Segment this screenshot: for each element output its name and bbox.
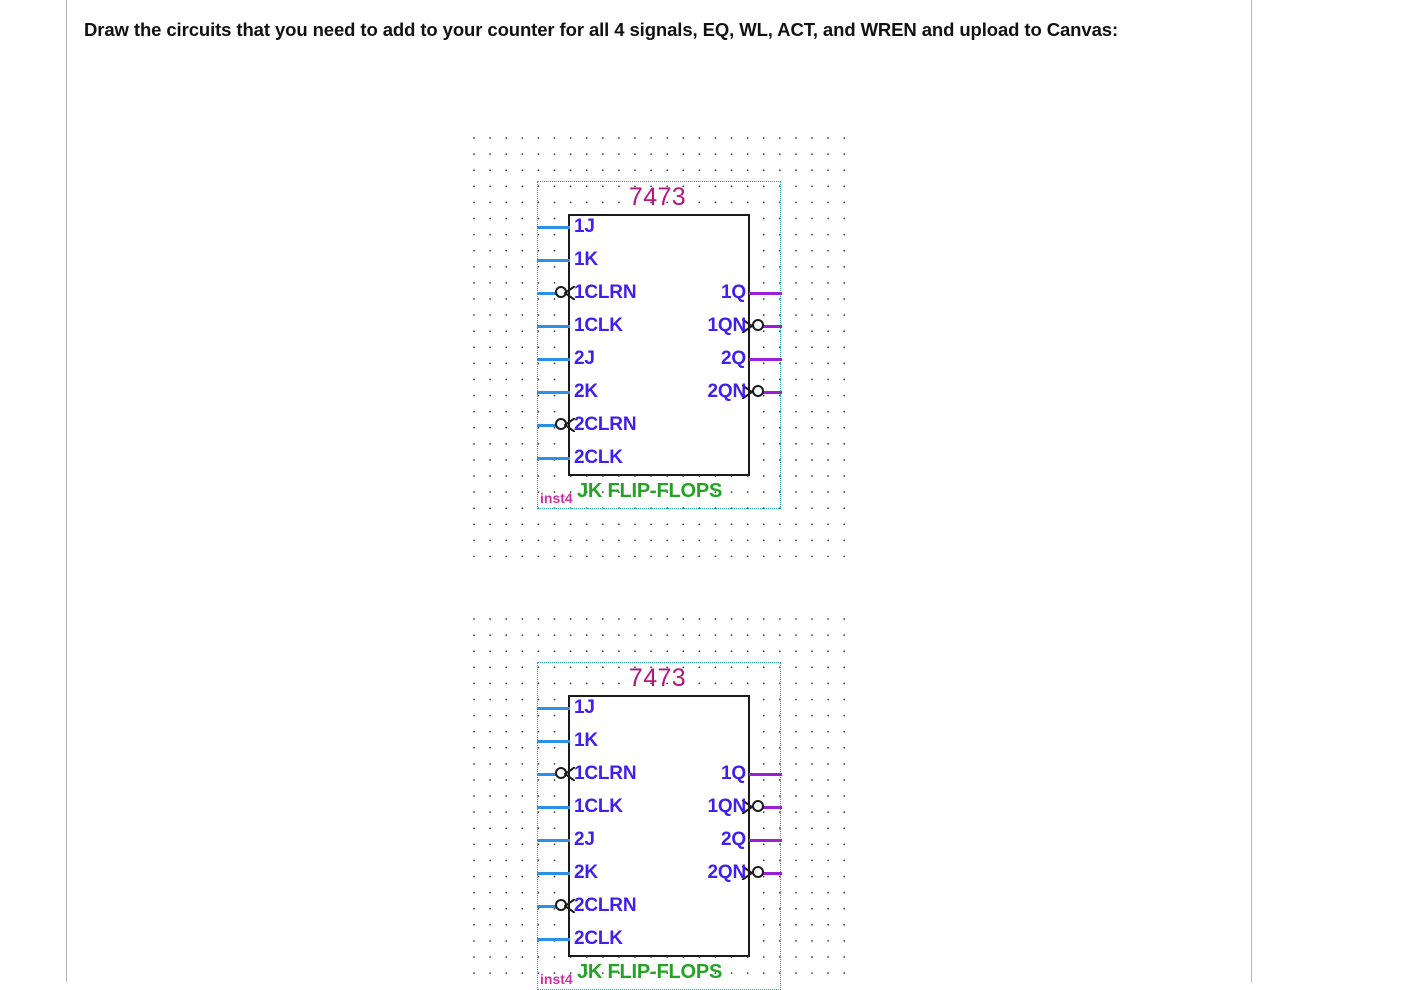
instance-name-label: inst4 bbox=[540, 490, 573, 506]
input-pin-label: 2CLK bbox=[574, 447, 623, 468]
input-pin-label: 2CLRN bbox=[574, 414, 637, 435]
schematic-canvas-1: 7473 1J 1K 1CLRN 1CLK 2J 2K 2CLRN 2CLK 1Q 1QN 2Q 2QN… bbox=[464, 128, 851, 557]
output-pin-label: 2QN bbox=[707, 862, 747, 883]
page-right-border bbox=[1251, 0, 1252, 982]
input-pin-label: 1J bbox=[574, 216, 595, 237]
input-pin-label: 2CLRN bbox=[574, 895, 637, 916]
output-pin-wire[interactable] bbox=[763, 391, 782, 394]
ic-body-rectangle[interactable] bbox=[568, 695, 750, 957]
symbol-title: 7473 bbox=[628, 664, 687, 692]
input-pin-wire[interactable] bbox=[537, 259, 570, 262]
input-pin-wire[interactable] bbox=[537, 872, 570, 875]
input-pin-label: 1CLRN bbox=[574, 282, 637, 303]
device-name-label: JK FLIP-FLOPS bbox=[577, 961, 723, 983]
input-pin-label: 1CLRN bbox=[574, 763, 637, 784]
input-pin-wire[interactable] bbox=[537, 707, 570, 710]
input-pin-wire[interactable] bbox=[537, 938, 570, 941]
schematic-canvas-2: 7473 1J 1K 1CLRN 1CLK 2J 2K 2CLRN 2CLK 1Q 1QN 2Q 2QN… bbox=[464, 609, 851, 990]
inversion-bubble-icon bbox=[752, 800, 764, 812]
input-pin-wire[interactable] bbox=[537, 905, 556, 908]
input-pin-label: 1K bbox=[574, 249, 598, 270]
input-pin-wire[interactable] bbox=[537, 226, 570, 229]
output-pin-wire[interactable] bbox=[749, 773, 782, 776]
input-pin-label: 2K bbox=[574, 862, 598, 883]
input-pin-label: 2J bbox=[574, 348, 595, 369]
question-prompt: Draw the circuits that you need to add t… bbox=[84, 19, 1119, 40]
input-pin-wire[interactable] bbox=[537, 424, 556, 427]
output-pin-wire[interactable] bbox=[749, 839, 782, 842]
output-pin-label: 1Q bbox=[721, 763, 746, 784]
instance-name-label: inst4 bbox=[540, 971, 573, 987]
input-pin-wire[interactable] bbox=[537, 457, 570, 460]
input-pin-wire[interactable] bbox=[537, 740, 570, 743]
ic-body-rectangle[interactable] bbox=[568, 214, 750, 476]
input-pin-label: 1J bbox=[574, 697, 595, 718]
input-pin-wire[interactable] bbox=[537, 391, 570, 394]
selection-boundary bbox=[537, 181, 781, 509]
output-pin-label: 1Q bbox=[721, 282, 746, 303]
output-pin-label: 1QN bbox=[707, 315, 747, 336]
inversion-bubble-icon bbox=[752, 866, 764, 878]
symbol-title: 7473 bbox=[628, 183, 687, 211]
input-pin-wire[interactable] bbox=[537, 839, 570, 842]
output-pin-label: 2QN bbox=[707, 381, 747, 402]
input-pin-label: 1CLK bbox=[574, 315, 623, 336]
input-pin-wire[interactable] bbox=[537, 358, 570, 361]
output-pin-label: 2Q bbox=[721, 348, 746, 369]
input-pin-wire[interactable] bbox=[537, 325, 570, 328]
inversion-bubble-icon bbox=[752, 319, 764, 331]
output-pin-wire[interactable] bbox=[749, 358, 782, 361]
output-pin-label: 2Q bbox=[721, 829, 746, 850]
output-pin-wire[interactable] bbox=[763, 872, 782, 875]
output-pin-wire[interactable] bbox=[763, 806, 782, 809]
output-pin-wire[interactable] bbox=[763, 325, 782, 328]
input-pin-label: 1K bbox=[574, 730, 598, 751]
input-pin-label: 2CLK bbox=[574, 928, 623, 949]
output-pin-label: 1QN bbox=[707, 796, 747, 817]
output-pin-wire[interactable] bbox=[749, 292, 782, 295]
input-pin-wire[interactable] bbox=[537, 292, 556, 295]
page-left-border bbox=[66, 0, 67, 982]
input-pin-label: 1CLK bbox=[574, 796, 623, 817]
inversion-bubble-icon bbox=[752, 385, 764, 397]
device-name-label: JK FLIP-FLOPS bbox=[577, 480, 723, 502]
input-pin-label: 2K bbox=[574, 381, 598, 402]
input-pin-wire[interactable] bbox=[537, 773, 556, 776]
input-pin-label: 2J bbox=[574, 829, 595, 850]
input-pin-wire[interactable] bbox=[537, 806, 570, 809]
